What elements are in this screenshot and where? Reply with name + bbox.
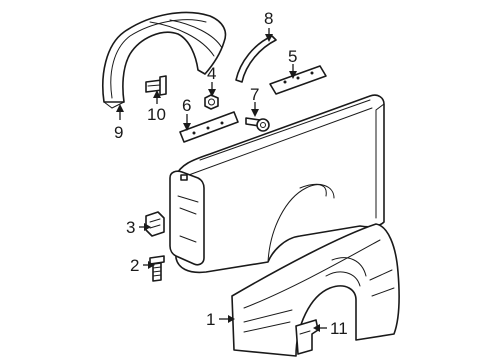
nut[interactable] <box>204 94 219 110</box>
wheel-arch-molding[interactable] <box>235 35 277 83</box>
callout-10: 10 <box>147 105 166 124</box>
callout-9: 9 <box>114 123 123 142</box>
push-pin-fastener[interactable] <box>145 75 167 96</box>
callout-11: 11 <box>330 319 348 338</box>
callout-4: 4 <box>207 64 216 83</box>
splash-guard[interactable] <box>295 319 319 355</box>
lower-molding-bracket[interactable] <box>179 111 239 143</box>
callout-7: 7 <box>250 85 259 104</box>
callout-8: 8 <box>264 9 273 28</box>
wheelhouse-liner[interactable] <box>102 11 227 109</box>
rear-fender[interactable] <box>231 223 400 357</box>
callout-3: 3 <box>126 218 135 237</box>
upper-molding-bracket[interactable] <box>269 65 327 95</box>
lamp-bracket[interactable] <box>145 211 165 237</box>
callout-5: 5 <box>288 47 297 66</box>
callout-leaders <box>116 28 327 332</box>
retainer-clip[interactable] <box>245 117 270 132</box>
callout-1: 1 <box>206 310 215 329</box>
tail-lamp-pocket <box>169 170 205 266</box>
callout-2: 2 <box>130 256 139 275</box>
bolt[interactable] <box>149 255 165 282</box>
callout-6: 6 <box>182 96 191 115</box>
